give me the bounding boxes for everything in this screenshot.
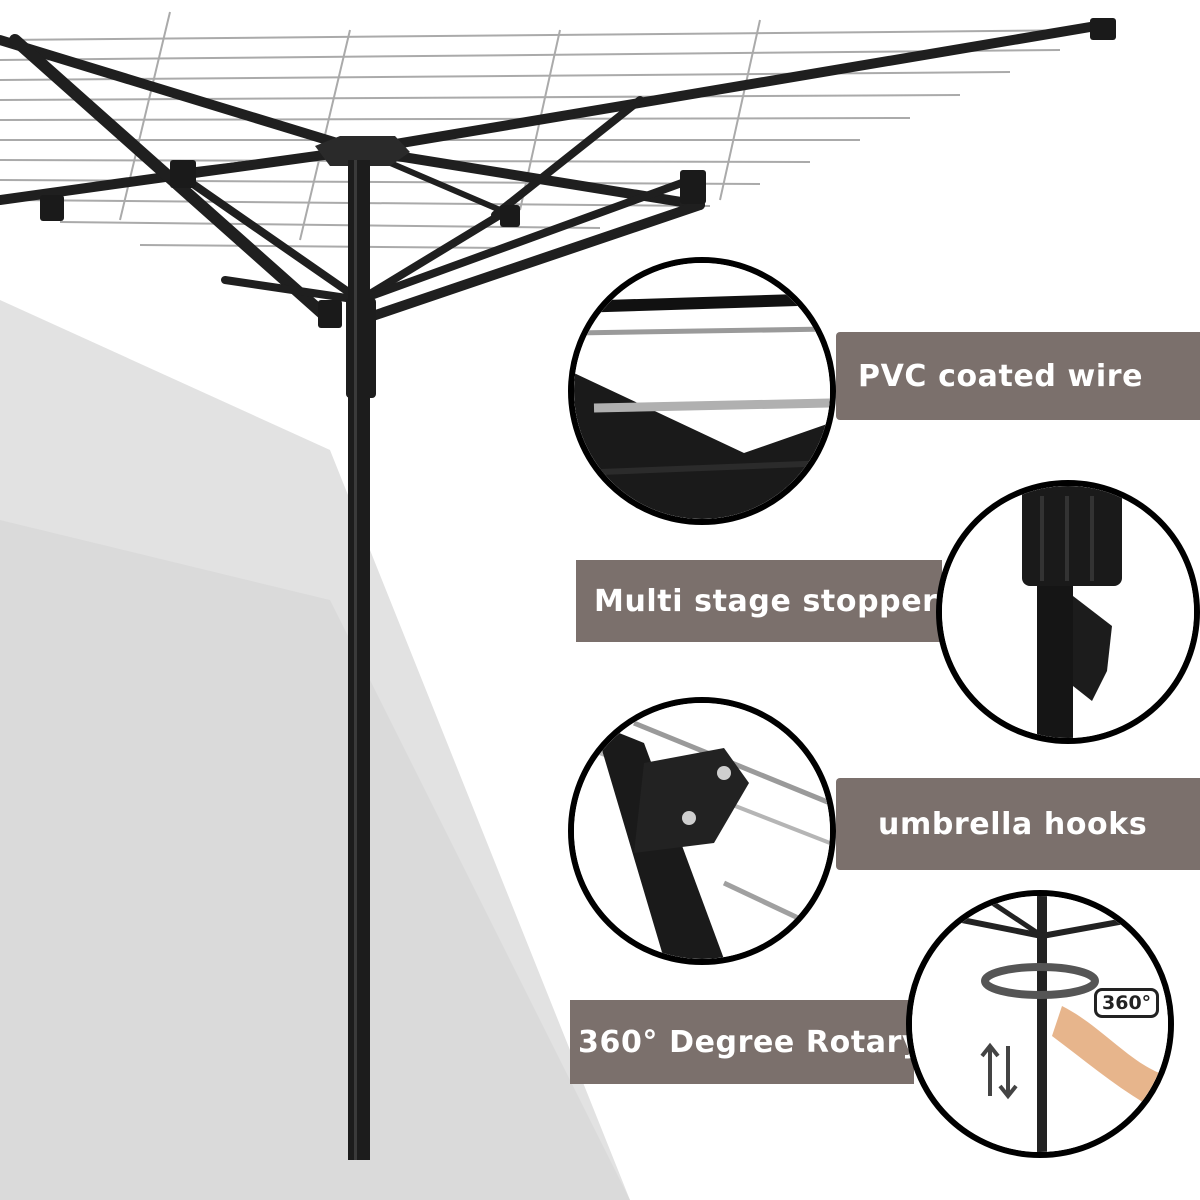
umbrella-hooks-icon: [574, 703, 830, 959]
pole-highlight: [354, 160, 357, 1160]
feature-label-rotary: 360° Degree Rotary: [578, 1024, 923, 1060]
feature-band-stopper: Multi stage stopper: [576, 560, 942, 642]
feature-band-rotary: 360° Degree Rotary: [570, 1000, 922, 1084]
feature-label-pvc: PVC coated wire: [858, 358, 1144, 394]
hooks-closeup-circle: [568, 697, 836, 965]
rotation-badge: 360°: [1094, 988, 1160, 1018]
up-down-arrows-icon: [980, 1042, 1018, 1100]
multi-stage-stopper-icon: [942, 486, 1194, 738]
stopper-closeup-circle: [936, 480, 1200, 744]
feature-label-stopper: Multi stage stopper: [594, 583, 938, 619]
rotary-closeup-circle: 360°: [906, 890, 1174, 1158]
feature-band-pvc: PVC coated wire: [836, 332, 1200, 420]
floor-shadow-dark: [0, 520, 630, 1200]
pole: [348, 160, 370, 1160]
rotary-mechanism-icon: [912, 896, 1168, 1152]
dryer-arms: [0, 19, 1113, 327]
pvc-coated-wire-icon: [574, 263, 830, 519]
arm-brackets: [40, 18, 1116, 328]
top-hub: [315, 136, 410, 166]
feature-label-hooks: umbrella hooks: [878, 806, 1148, 842]
feature-band-hooks: umbrella hooks: [836, 778, 1200, 870]
pvc-wire-closeup-circle: [568, 257, 836, 525]
